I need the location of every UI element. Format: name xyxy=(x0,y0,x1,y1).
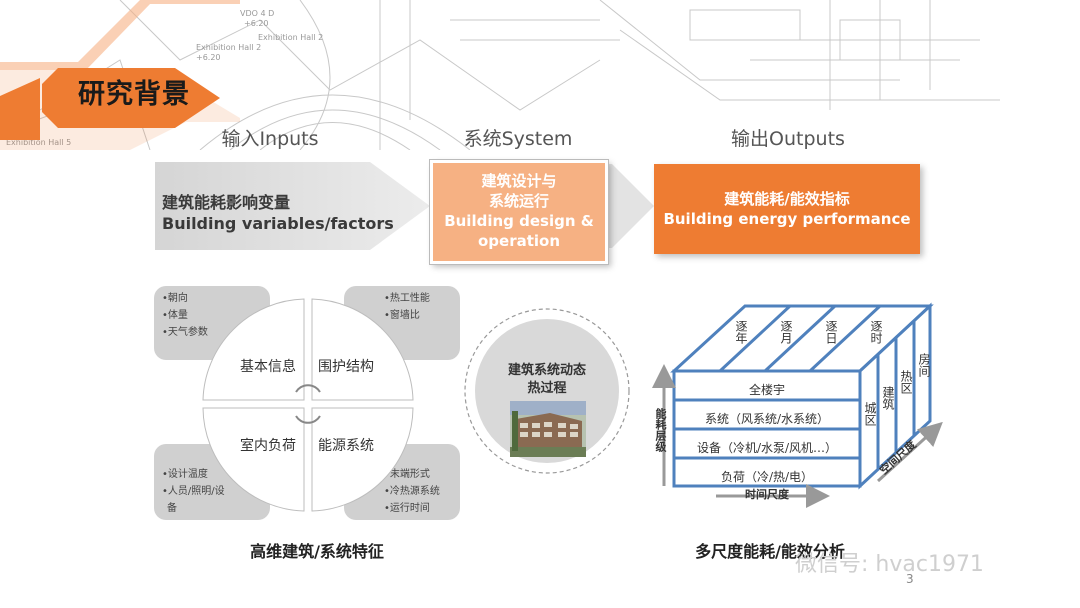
input-zh: 建筑能耗影响变量 xyxy=(162,193,291,212)
cube-row-load: 负荷（冷/热/电） xyxy=(720,470,814,484)
card-item: •体量 xyxy=(162,310,188,321)
output-en: Building energy performance xyxy=(663,210,911,228)
cube-row-equipment: 设备（冷机/水泵/风机…） xyxy=(696,441,838,455)
sketch-label: +6.20 xyxy=(244,19,269,28)
inputs-header: 输入Inputs xyxy=(221,128,319,150)
system-en-line1: Building design & xyxy=(444,212,594,230)
system-en-line2: operation xyxy=(477,232,561,250)
dynamic-line1: 建筑系统动态 xyxy=(507,363,586,378)
wheel-quadrant-basic xyxy=(202,298,305,401)
wheel-quadrant-energy xyxy=(311,407,414,512)
card-item: •设计温度 xyxy=(162,469,208,480)
outputs-header: 输出Outputs xyxy=(731,128,845,150)
axis-vertical-label: 能耗层级 xyxy=(654,408,667,452)
wechat-watermark: 微信号: hvac1971 xyxy=(795,552,984,577)
sketch-label: Exhibition Hall 2 xyxy=(196,43,261,52)
cube-top-hour: 逐时 xyxy=(869,320,883,344)
cube-row-system: 系统（风系统/水系统） xyxy=(704,412,830,426)
left-caption: 高维建筑/系统特征 xyxy=(250,542,384,561)
right-caption: 多尺度能耗/能效分析 xyxy=(695,542,845,561)
axis-time-label: 时间尺度 xyxy=(745,488,789,501)
card-item: •运行时间 xyxy=(384,503,430,514)
dynamic-process-text: 建筑系统动态 热过程 xyxy=(486,362,608,398)
dynamic-line2: 热过程 xyxy=(527,381,567,396)
sketch-label: VDO 4 D xyxy=(240,9,274,18)
input-box-text: 建筑能耗影响变量 Building variables/factors xyxy=(162,192,394,234)
card-item: •窗墙比 xyxy=(384,310,420,321)
wheel-quadrant-envelope xyxy=(311,298,414,401)
flow-arrows xyxy=(155,162,654,250)
building-photo xyxy=(510,401,586,457)
system-box xyxy=(430,160,608,264)
title-accent-band xyxy=(0,0,240,150)
quadrant-label-load: 室内负荷 xyxy=(240,438,296,454)
system-zh-line1: 建筑设计与 xyxy=(481,172,557,190)
cube-side-room: 房间 xyxy=(917,353,931,377)
multiscale-cube xyxy=(652,302,943,508)
output-box xyxy=(654,164,920,254)
card-item: •末端形式 xyxy=(384,469,430,480)
system-zh-line2: 系统运行 xyxy=(488,192,549,210)
sketch-label: Exhibition Hall 2 xyxy=(258,33,323,42)
system-header: 系统System xyxy=(463,128,573,150)
cube-top-year: 逐年 xyxy=(734,320,748,344)
cycle-arrows-icon xyxy=(295,384,321,424)
axis-space-arrow xyxy=(876,421,943,483)
card-item: •热工性能 xyxy=(384,293,430,304)
input-arrow xyxy=(155,162,430,250)
quadrant-label-envelope: 围护结构 xyxy=(318,359,374,375)
slide-title: 研究背景 xyxy=(78,79,190,110)
card-item: •朝向 xyxy=(162,293,188,304)
sketch-label: +6.20 xyxy=(196,53,221,62)
sketch-label: Exhibition Hall 5 xyxy=(6,138,71,147)
card-item: •冷热源系统 xyxy=(384,486,440,497)
cube-side-building: 建筑 xyxy=(881,386,895,410)
cube-top-month: 逐月 xyxy=(779,320,793,344)
wheel-quadrant-load xyxy=(202,407,305,512)
feature-wheel xyxy=(202,298,414,512)
quadrant-label-energy: 能源系统 xyxy=(318,438,374,454)
system-arrow xyxy=(600,164,654,248)
card-item: •天气参数 xyxy=(162,327,208,338)
output-zh: 建筑能耗/能效指标 xyxy=(724,190,850,208)
quadrant-label-basic: 基本信息 xyxy=(240,359,296,375)
page-number: 3 xyxy=(906,572,914,586)
card-item: •人员/照明/设 xyxy=(162,486,225,497)
output-box-text: 建筑能耗/能效指标 Building energy performance xyxy=(654,189,920,229)
cube-top-day: 逐日 xyxy=(824,320,838,344)
input-en: Building variables/factors xyxy=(162,214,394,233)
card-item: 备 xyxy=(167,503,177,514)
cube-row-building: 全楼宇 xyxy=(748,383,785,397)
system-box-text: 建筑设计与 系统运行 Building design & operation xyxy=(430,171,608,251)
cube-side-zone: 热区 xyxy=(899,370,913,394)
cube-side-district: 城区 xyxy=(863,402,877,426)
